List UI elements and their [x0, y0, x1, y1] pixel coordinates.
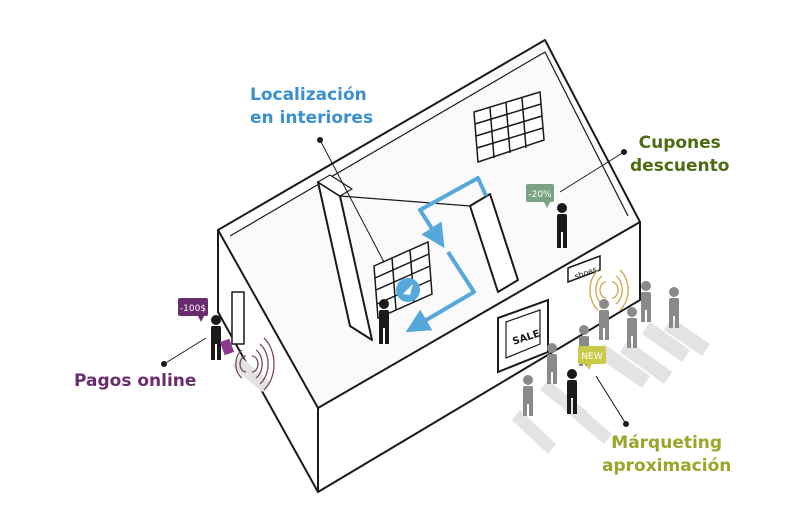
leader-indoor: [319, 139, 385, 263]
leader-marketing: [595, 375, 627, 425]
payment-tag: -100$: [178, 298, 208, 322]
new-tag-text: NEW: [581, 352, 602, 362]
callout-online-payments-line1: Pagos online: [74, 371, 197, 391]
leader-coupon: [559, 151, 625, 193]
person-indoor: [379, 299, 389, 344]
person-marketing: [567, 369, 577, 414]
marketing-signal-waves: [589, 269, 629, 311]
partition-wall-2: [469, 193, 519, 293]
front-wall: [317, 221, 641, 493]
leader-payment: [163, 337, 207, 365]
callout-proximity-marketing-line2: aproximación: [602, 456, 732, 476]
partition-wall-1-top: [317, 174, 353, 197]
callout-indoor-location-line2: en interiores: [250, 108, 374, 128]
shelf-back: [473, 91, 545, 164]
indoor-route: [405, 176, 488, 333]
new-tag: NEW: [578, 346, 606, 370]
back-wall-inner: [229, 51, 629, 237]
sale-sign: SALE: [497, 298, 549, 374]
shoes-sign: shoes: [567, 254, 601, 284]
callout-indoor-location-line1: Localización: [250, 85, 367, 105]
location-pin: [396, 278, 420, 302]
route-bottom-arc: [405, 250, 476, 333]
callout-coupons-line1: Cupones: [638, 133, 721, 153]
callout-indoor-location: Localización en interiores: [250, 84, 373, 130]
callout-proximity-marketing-line1: Márqueting: [611, 433, 723, 453]
callout-proximity-marketing: Márqueting aproximación: [602, 432, 731, 478]
callout-online-payments: Pagos online: [74, 370, 196, 393]
callout-coupons: Cupones descuento: [630, 132, 729, 178]
left-doorway: [231, 291, 245, 345]
person-payment: [211, 315, 221, 360]
route-top-arc: [418, 176, 488, 249]
payment-signal-waves: [235, 337, 275, 391]
person-coupon: [557, 203, 567, 248]
callout-coupons-line2: descuento: [630, 156, 730, 176]
coupon-tag: -20%: [526, 184, 554, 208]
leader-lines: [161, 137, 629, 427]
payment-phone-icon: [219, 338, 235, 356]
coupon-tag-text: -20%: [528, 190, 552, 200]
inner-divider: [339, 195, 471, 207]
payment-tag-text: -100$: [180, 304, 206, 314]
